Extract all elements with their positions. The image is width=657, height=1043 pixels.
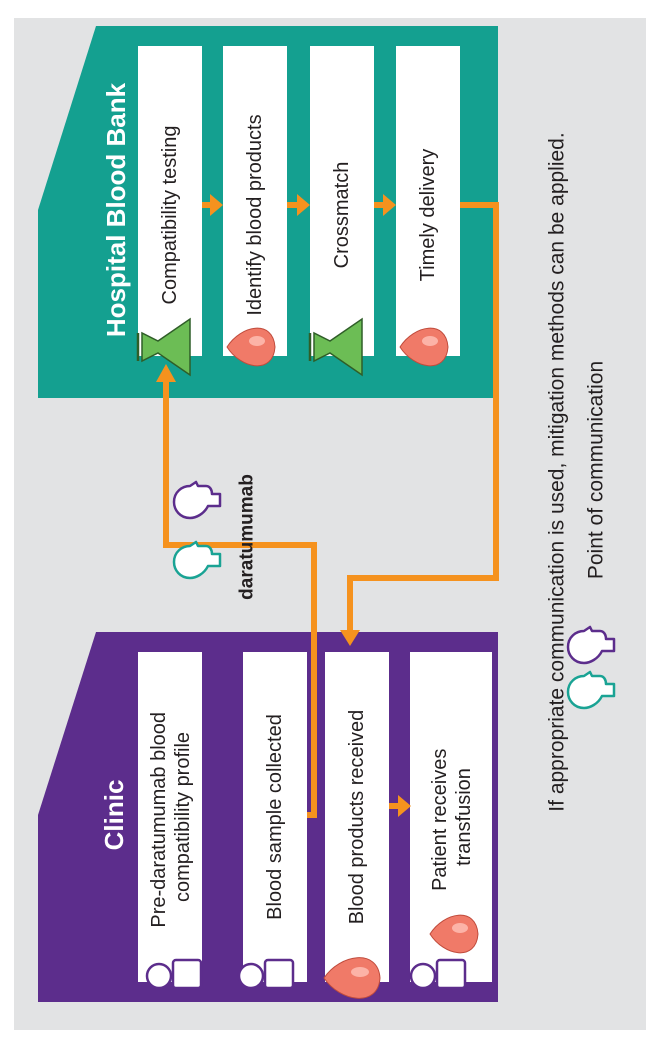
step-label: Blood sample collected [264,714,286,920]
blood-bank-title: Hospital Blood Bank [101,82,131,337]
step-box [310,46,374,356]
legend-label: Point of communication [585,361,608,579]
step-label-line: Patient receives [429,749,451,891]
step-label: Timely delivery [417,149,439,282]
person-icon [145,958,203,990]
step-label-line: Pre-daratumumab blood [148,712,170,928]
step-box [138,652,202,982]
clinic-step: Pre-daratumumab blood compatibility prof… [138,652,202,982]
blood-drop-icon [226,327,276,367]
step-label: Pre-daratumumab blood compatibility prof… [148,706,194,927]
arrow-heads [156,194,411,817]
communication-label: daratumumab [237,474,258,600]
teal-head-icon [172,540,222,580]
blood-drop-icon [323,957,381,999]
purple-head-icon [566,625,616,665]
clinic-step: Blood sample collected [243,652,307,982]
blood-bank-step: Timely delivery [396,46,460,356]
footer-note: If appropriate communication is used, mi… [546,132,569,811]
arrow-head [383,194,396,216]
step-label-line: compatibility profile [172,732,194,902]
flask-icon [136,317,191,377]
step-box [223,46,287,356]
step-label-line: transfusion [453,768,475,866]
blood-drop-icon [399,327,449,367]
arrow-head [297,194,310,216]
step-label: Crossmatch [331,162,353,269]
step-label: Blood products received [346,710,368,925]
step-box [396,46,460,356]
arrow-head [340,630,360,646]
delivery-connector [347,202,499,632]
person-icon [237,958,295,990]
clinic-step: Blood products received [325,652,389,982]
blood-bank-step: Crossmatch [310,46,374,356]
teal-head-icon [566,670,616,710]
flask-icon [308,317,363,377]
clinic-title: Clinic [99,780,129,851]
blood-drop-icon [429,914,479,954]
step-box [138,46,202,356]
purple-head-icon [172,480,222,520]
person-icon [409,958,467,990]
sample-connector [163,380,317,818]
step-label: Identify blood products [244,114,266,315]
arrow-head [210,194,223,216]
blood-bank-step: Identify blood products [223,46,287,356]
arrow-head [398,795,411,817]
step-box [325,652,389,982]
step-label: Compatibility testing [159,126,181,305]
blood-bank-step: Compatibility testing [138,46,202,356]
step-label: Patient receives transfusion [429,743,475,891]
step-box [243,652,307,982]
arrow-head [156,364,176,382]
